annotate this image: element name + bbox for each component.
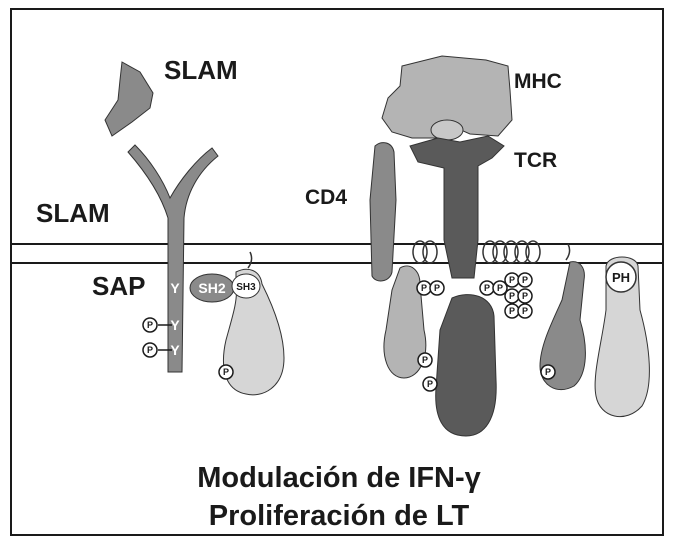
sh2-label: SH2 — [198, 280, 225, 296]
sh3-label: SH3 — [236, 282, 256, 293]
phosphate-label: P — [522, 291, 528, 301]
mhc-label: MHC — [514, 70, 562, 93]
phosphate-label: P — [422, 355, 428, 365]
phosphate-label: P — [509, 291, 515, 301]
cd4-molecule — [370, 143, 396, 281]
phosphate-label: P — [484, 283, 490, 293]
tyrosine-label: Y — [170, 342, 180, 358]
phosphate-label: P — [509, 275, 515, 285]
phosphate-label: P — [421, 283, 427, 293]
tcr-label: TCR — [514, 149, 557, 172]
phosphate-label: P — [147, 345, 153, 355]
phosphate-label: P — [509, 306, 515, 316]
ph-label: PH — [612, 270, 630, 285]
sap-label: SAP — [92, 271, 145, 301]
slam-top-label: SLAM — [164, 55, 238, 85]
slam-side-label: SLAM — [36, 198, 110, 228]
phosphate-label: P — [223, 367, 229, 377]
slam-free-molecule — [105, 62, 153, 136]
zap70-kinase — [436, 295, 496, 436]
tyrosine-label: Y — [170, 317, 180, 333]
phosphate-label: P — [522, 306, 528, 316]
caption-line-2: Proliferación de LT — [0, 500, 678, 533]
phosphate-label: P — [497, 283, 503, 293]
cd4-label: CD4 — [305, 186, 347, 209]
phosphate-label: P — [147, 320, 153, 330]
phosphate-label: P — [427, 379, 433, 389]
tyrosine-label: Y — [170, 280, 180, 296]
slam-receptor — [128, 145, 218, 372]
phosphate-label: P — [522, 275, 528, 285]
caption-line-1: Modulación de IFN-γ — [0, 462, 678, 495]
phosphate-label: P — [434, 283, 440, 293]
phosphate-label: P — [545, 367, 551, 377]
